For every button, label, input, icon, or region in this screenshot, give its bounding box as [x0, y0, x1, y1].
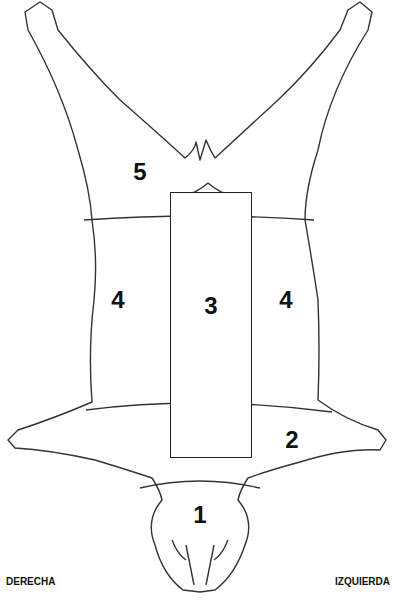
- side-label: IZQUIERDA: [335, 577, 390, 587]
- region-box: 3: [170, 192, 252, 458]
- side-label: DERECHA: [6, 577, 55, 587]
- region-number: 4: [111, 288, 124, 312]
- region-number: 4: [279, 288, 292, 312]
- region-number: 1: [193, 503, 206, 527]
- region-number: 3: [204, 294, 217, 318]
- region-number: 2: [285, 428, 298, 452]
- region-number: 5: [133, 160, 146, 184]
